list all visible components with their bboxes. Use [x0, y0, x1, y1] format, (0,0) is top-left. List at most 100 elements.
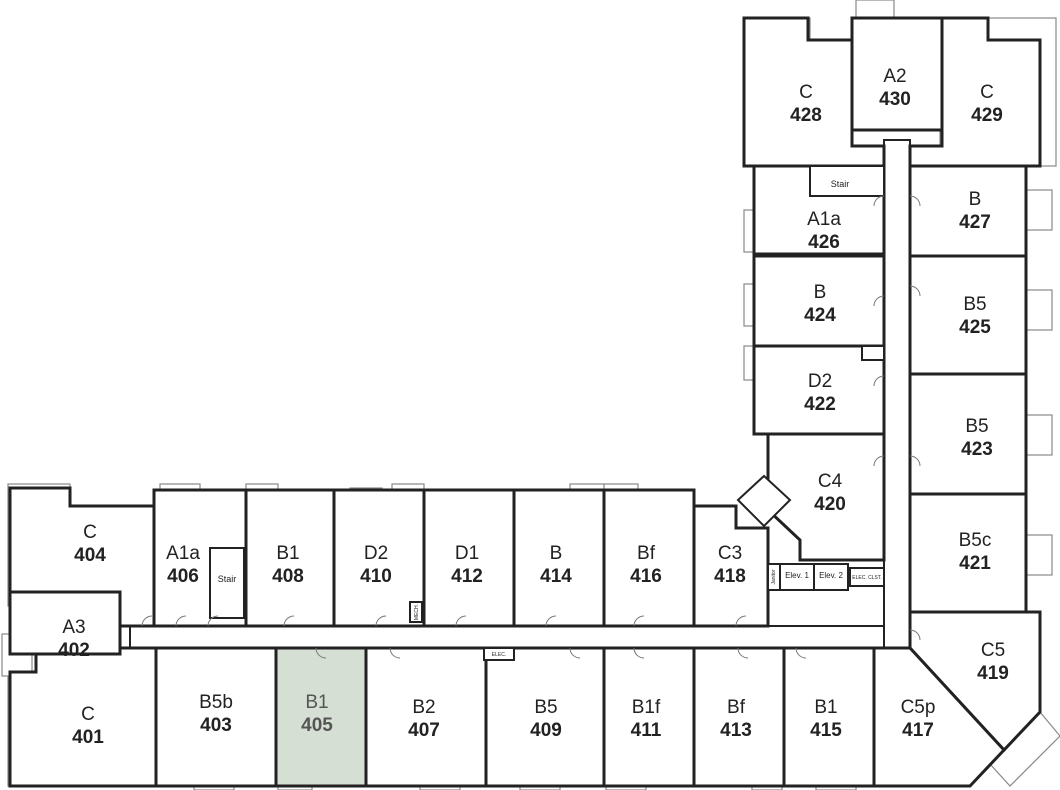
elevator-1-label: Elev. 1: [785, 571, 809, 580]
svg-text:411: 411: [631, 720, 662, 741]
svg-text:A1a: A1a: [807, 209, 841, 230]
elevator-2: [813, 563, 849, 591]
svg-text:422: 422: [804, 394, 836, 415]
svg-text:405: 405: [301, 715, 333, 736]
unit-shape-422: [752, 344, 886, 436]
units: [8, 16, 1042, 788]
svg-text:B1: B1: [305, 692, 328, 713]
unit-shape-423: [908, 372, 1028, 496]
door-swings: [141, 195, 921, 659]
unit-shape-411: [602, 646, 696, 788]
svg-text:C4: C4: [818, 471, 843, 492]
svg-text:414: 414: [540, 566, 572, 587]
svg-text:428: 428: [790, 105, 822, 126]
svg-text:427: 427: [959, 212, 991, 233]
svg-text:B: B: [814, 282, 827, 303]
svg-text:B: B: [969, 189, 982, 210]
svg-text:409: 409: [530, 720, 562, 741]
svg-text:C: C: [980, 82, 994, 103]
svg-text:C: C: [81, 704, 95, 725]
mech-closet-label: MECH.: [414, 604, 420, 620]
svg-text:401: 401: [72, 727, 104, 748]
svg-text:418: 418: [714, 566, 746, 587]
unit-shape-409: [484, 646, 606, 788]
svg-text:430: 430: [879, 89, 911, 110]
svg-text:406: 406: [167, 566, 199, 587]
stair-left-label: Stair: [218, 574, 237, 584]
svg-text:421: 421: [959, 553, 991, 574]
closet-422: [861, 345, 885, 361]
elec-room: [483, 647, 515, 661]
unit-shape-405: [274, 646, 368, 788]
svg-text:B5: B5: [534, 697, 557, 718]
svg-text:A3: A3: [62, 617, 85, 638]
svg-text:407: 407: [408, 720, 440, 741]
svg-text:B5: B5: [963, 294, 986, 315]
svg-text:429: 429: [971, 105, 1003, 126]
stair-top-label: Stair: [831, 179, 850, 189]
mech-closet: [409, 601, 423, 623]
svg-text:B1f: B1f: [632, 697, 661, 718]
svg-text:423: 423: [961, 439, 993, 460]
unit-shape-412: [422, 488, 516, 628]
svg-text:A1a: A1a: [166, 543, 200, 564]
stair-top: [809, 165, 885, 197]
svg-text:B: B: [550, 543, 563, 564]
elec-room-label: ELEC.: [492, 652, 506, 658]
svg-text:B5c: B5c: [959, 530, 992, 551]
unit-shape-424: [752, 254, 886, 348]
elec-closet-label: ELEC. CLST.: [852, 575, 881, 581]
svg-text:424: 424: [804, 305, 836, 326]
svg-text:B5b: B5b: [199, 692, 233, 713]
svg-text:B5: B5: [965, 416, 988, 437]
svg-text:415: 415: [810, 720, 842, 741]
svg-text:404: 404: [74, 545, 106, 566]
svg-text:426: 426: [808, 232, 840, 253]
svg-text:D1: D1: [455, 543, 479, 564]
svg-text:425: 425: [959, 317, 991, 338]
unit-shape-415: [782, 646, 876, 788]
svg-text:410: 410: [360, 566, 392, 587]
unit-shape-414: [512, 488, 606, 628]
svg-text:416: 416: [630, 566, 662, 587]
unit-shape-429: [908, 16, 1042, 168]
svg-text:402: 402: [58, 640, 90, 661]
elevator-2-label: Elev. 2: [819, 571, 843, 580]
unit-shape-427: [908, 164, 1028, 258]
svg-text:B1: B1: [814, 697, 837, 718]
unit-shape-413: [692, 646, 786, 788]
svg-text:C3: C3: [718, 543, 742, 564]
